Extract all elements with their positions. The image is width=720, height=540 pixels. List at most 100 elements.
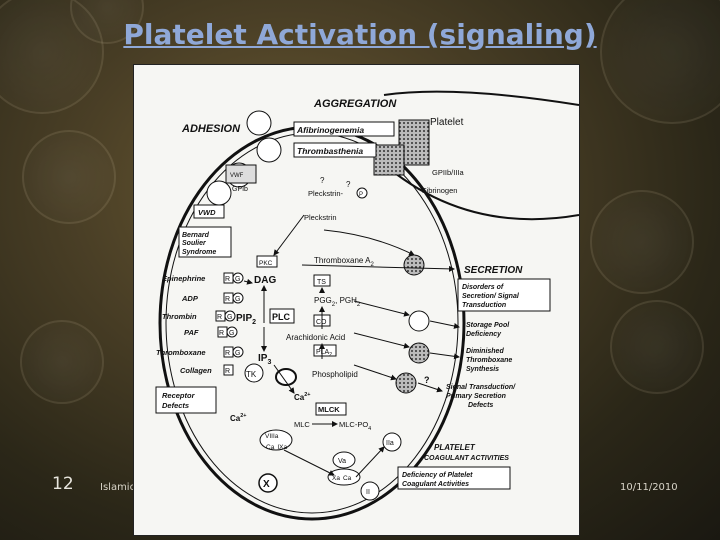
slide-number: 12	[52, 474, 74, 494]
rg-receptors: R G R G R G R G R G R	[215, 272, 244, 376]
svg-text:G: G	[227, 314, 232, 321]
disorders-label: Disorders of	[462, 284, 504, 291]
secretion-label: SECRETION	[464, 265, 523, 276]
receptor-defects-label: Receptor	[162, 391, 196, 400]
svg-text:R: R	[225, 296, 230, 303]
adhesion-cell	[246, 110, 272, 136]
receptor-list: Epinephrine ADP Thrombin PAF Thromboxane…	[156, 274, 212, 375]
storage-pool-label: Storage Pool	[466, 322, 510, 329]
syndrome-label: Syndrome	[182, 249, 216, 256]
adp-label: ADP	[181, 294, 199, 303]
paf-label: PAF	[184, 328, 199, 337]
adhesion-cell	[256, 137, 282, 163]
ca-outside-label: Ca2+	[230, 413, 247, 423]
va-label: Va	[338, 458, 346, 465]
granule	[408, 310, 430, 332]
thrombin-label: Thrombin	[162, 312, 197, 321]
epinephrine-label: Epinephrine	[162, 274, 205, 283]
footer-date: 10/11/2010	[620, 482, 678, 493]
svg-text:R: R	[225, 368, 230, 375]
disorders-label-2: Secretion/ Signal	[462, 293, 520, 300]
decor-bubble	[20, 320, 104, 404]
svg-text:R: R	[225, 350, 230, 357]
decor-bubble	[610, 300, 704, 394]
mlc-label: MLC	[294, 420, 310, 429]
signal-transduction-label-2: Primary Secretion	[446, 393, 506, 400]
adhesion-label: ADHESION	[181, 123, 241, 135]
tk-label: TK	[246, 370, 257, 379]
pleckstrin-label: Pleckstrin	[304, 213, 337, 222]
svg-text:G: G	[235, 350, 240, 357]
phospholipid-label: Phospholipid	[312, 370, 358, 379]
pathway-arrows	[243, 214, 460, 478]
platelet-coag-label-2: COAGULANT ACTIVITIES	[424, 455, 509, 462]
fibrinogen-label: Fibrinogen	[422, 186, 457, 195]
deficiency-label-2: Coagulant Activities	[402, 481, 469, 488]
vwf-label: VWF	[230, 173, 244, 179]
aggregation-label: AGGREGATION	[313, 98, 397, 110]
thromboxane-a2-label: Thromboxane A2	[314, 256, 374, 268]
ip3-label: IP3	[258, 353, 271, 366]
thromboxane-label: Thromboxane	[156, 348, 206, 357]
diminished-label-3: Synthesis	[466, 366, 499, 373]
ca-label: Ca2+	[294, 392, 311, 402]
gpib-label: GPIb	[232, 186, 248, 193]
gpiib-receptor	[373, 144, 405, 176]
pkc-label: PKC	[259, 260, 273, 267]
mlc-po4-label: MLC-PO4	[339, 420, 371, 432]
slide-title: Platelet Activation (signaling)	[123, 18, 597, 51]
granule	[408, 342, 430, 364]
question-mark: ?	[320, 176, 325, 185]
bernard-label: Bernard	[182, 232, 210, 239]
svg-text:G: G	[235, 276, 240, 283]
svg-text:R: R	[217, 314, 222, 321]
iia-label: IIa	[386, 440, 394, 447]
plc-label: PLC	[272, 312, 291, 322]
svg-text:R: R	[219, 330, 224, 337]
dag-label: DAG	[254, 275, 276, 286]
granule	[403, 254, 425, 276]
disorders-label-3: Transduction	[462, 302, 506, 309]
deficiency-label: Deficiency of Platelet	[402, 472, 473, 479]
platelet-label: Platelet	[430, 117, 464, 128]
pla2-label: PLA2	[316, 349, 332, 358]
storage-pool-label-2: Deficiency	[466, 331, 502, 338]
thrombasthenia-label: Thrombasthenia	[297, 146, 363, 156]
platelet-coag-label: PLATELET	[434, 443, 476, 452]
signal-transduction-label: Signal Transduction/	[446, 384, 516, 391]
platelet-outline	[378, 90, 579, 221]
svg-text:R: R	[225, 276, 230, 283]
question-mark: ?	[346, 180, 351, 189]
granule	[395, 372, 417, 394]
decor-bubble	[22, 130, 116, 224]
decor-bubble	[590, 190, 694, 294]
gpiib-label: GPIIb/IIIa	[432, 168, 465, 177]
vwd-label: VWD	[198, 208, 216, 217]
factor-x-label: X	[263, 479, 270, 490]
soulier-label: Soulier	[182, 240, 207, 247]
platelet-activation-diagram: AGGREGATION ADHESION Platelet Afibrinoge…	[133, 64, 580, 536]
receptor-defects-label-2: Defects	[162, 401, 189, 410]
pleckstrin-p-label: Pleckstrin-	[308, 189, 344, 198]
collagen-label: Collagen	[180, 366, 212, 375]
factor-ii-label: II	[366, 489, 370, 496]
pgg2-pgh2-label: PGG2, PGH2	[314, 296, 361, 308]
viiia-label: VIIIa	[265, 433, 279, 440]
diminished-label: Diminished	[466, 348, 504, 355]
signal-transduction-label-3: Defects	[468, 402, 493, 409]
svg-text:G: G	[229, 330, 234, 337]
mlck-label: MLCK	[318, 405, 340, 414]
diminished-label-2: Thromboxane	[466, 357, 512, 364]
afibrinogenemia-label: Afibrinogenemia	[296, 125, 364, 135]
ts-label: TS	[317, 279, 326, 286]
adhesion-cell	[206, 180, 232, 206]
pip2-label: PIP2	[236, 313, 256, 326]
vwf-block	[225, 164, 257, 184]
phosphate-circle: P	[359, 192, 363, 198]
svg-text:G: G	[235, 296, 240, 303]
arachidonic-label: Arachidonic Acid	[286, 333, 345, 342]
footer-text: Islamic	[100, 482, 136, 493]
question-mark: ?	[424, 375, 430, 385]
